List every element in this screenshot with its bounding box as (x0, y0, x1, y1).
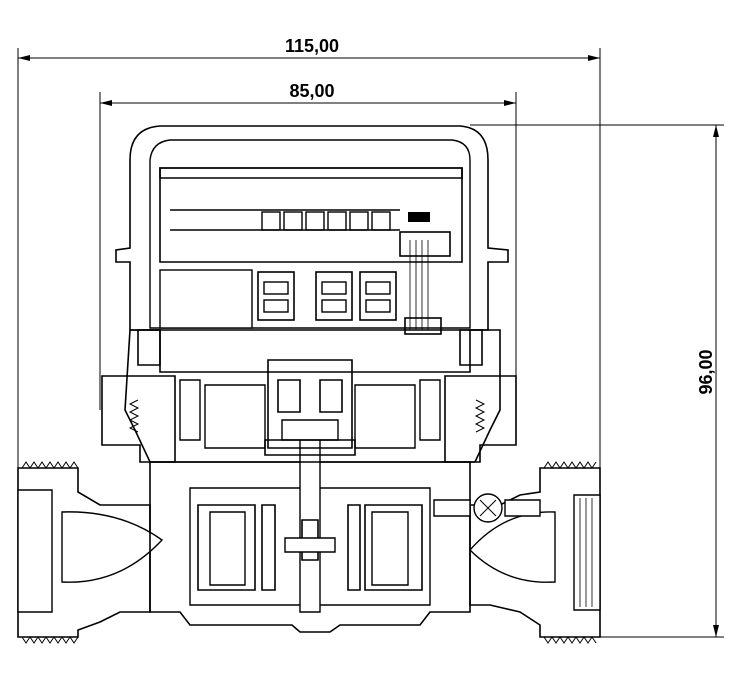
inlet-bore (17, 489, 53, 613)
gear-train (257, 231, 451, 335)
meter-housing (101, 329, 517, 463)
turbine-shaft (299, 429, 321, 613)
body-width-label: 85,00 (289, 81, 334, 101)
register-housing (115, 125, 509, 366)
right-union-nut (444, 375, 517, 463)
meter-body (17, 429, 601, 644)
central-body (149, 461, 471, 633)
digit-drum-row (170, 209, 430, 231)
left-union-nut (101, 375, 176, 463)
dimension-overall-width: 115,00 (17, 36, 601, 470)
dimension-overall-height: 96,00 (470, 124, 724, 638)
right-thread-connection (469, 467, 601, 638)
left-thread-connection (17, 467, 151, 638)
dimension-body-width: 85,00 (99, 81, 517, 410)
magnetic-coupling (267, 359, 353, 449)
outlet-strainer (573, 494, 601, 611)
overall-width-label: 115,00 (285, 36, 339, 56)
overall-height-label: 96,00 (696, 349, 716, 394)
inlet-cone (61, 511, 164, 583)
outlet-cone (469, 511, 556, 583)
